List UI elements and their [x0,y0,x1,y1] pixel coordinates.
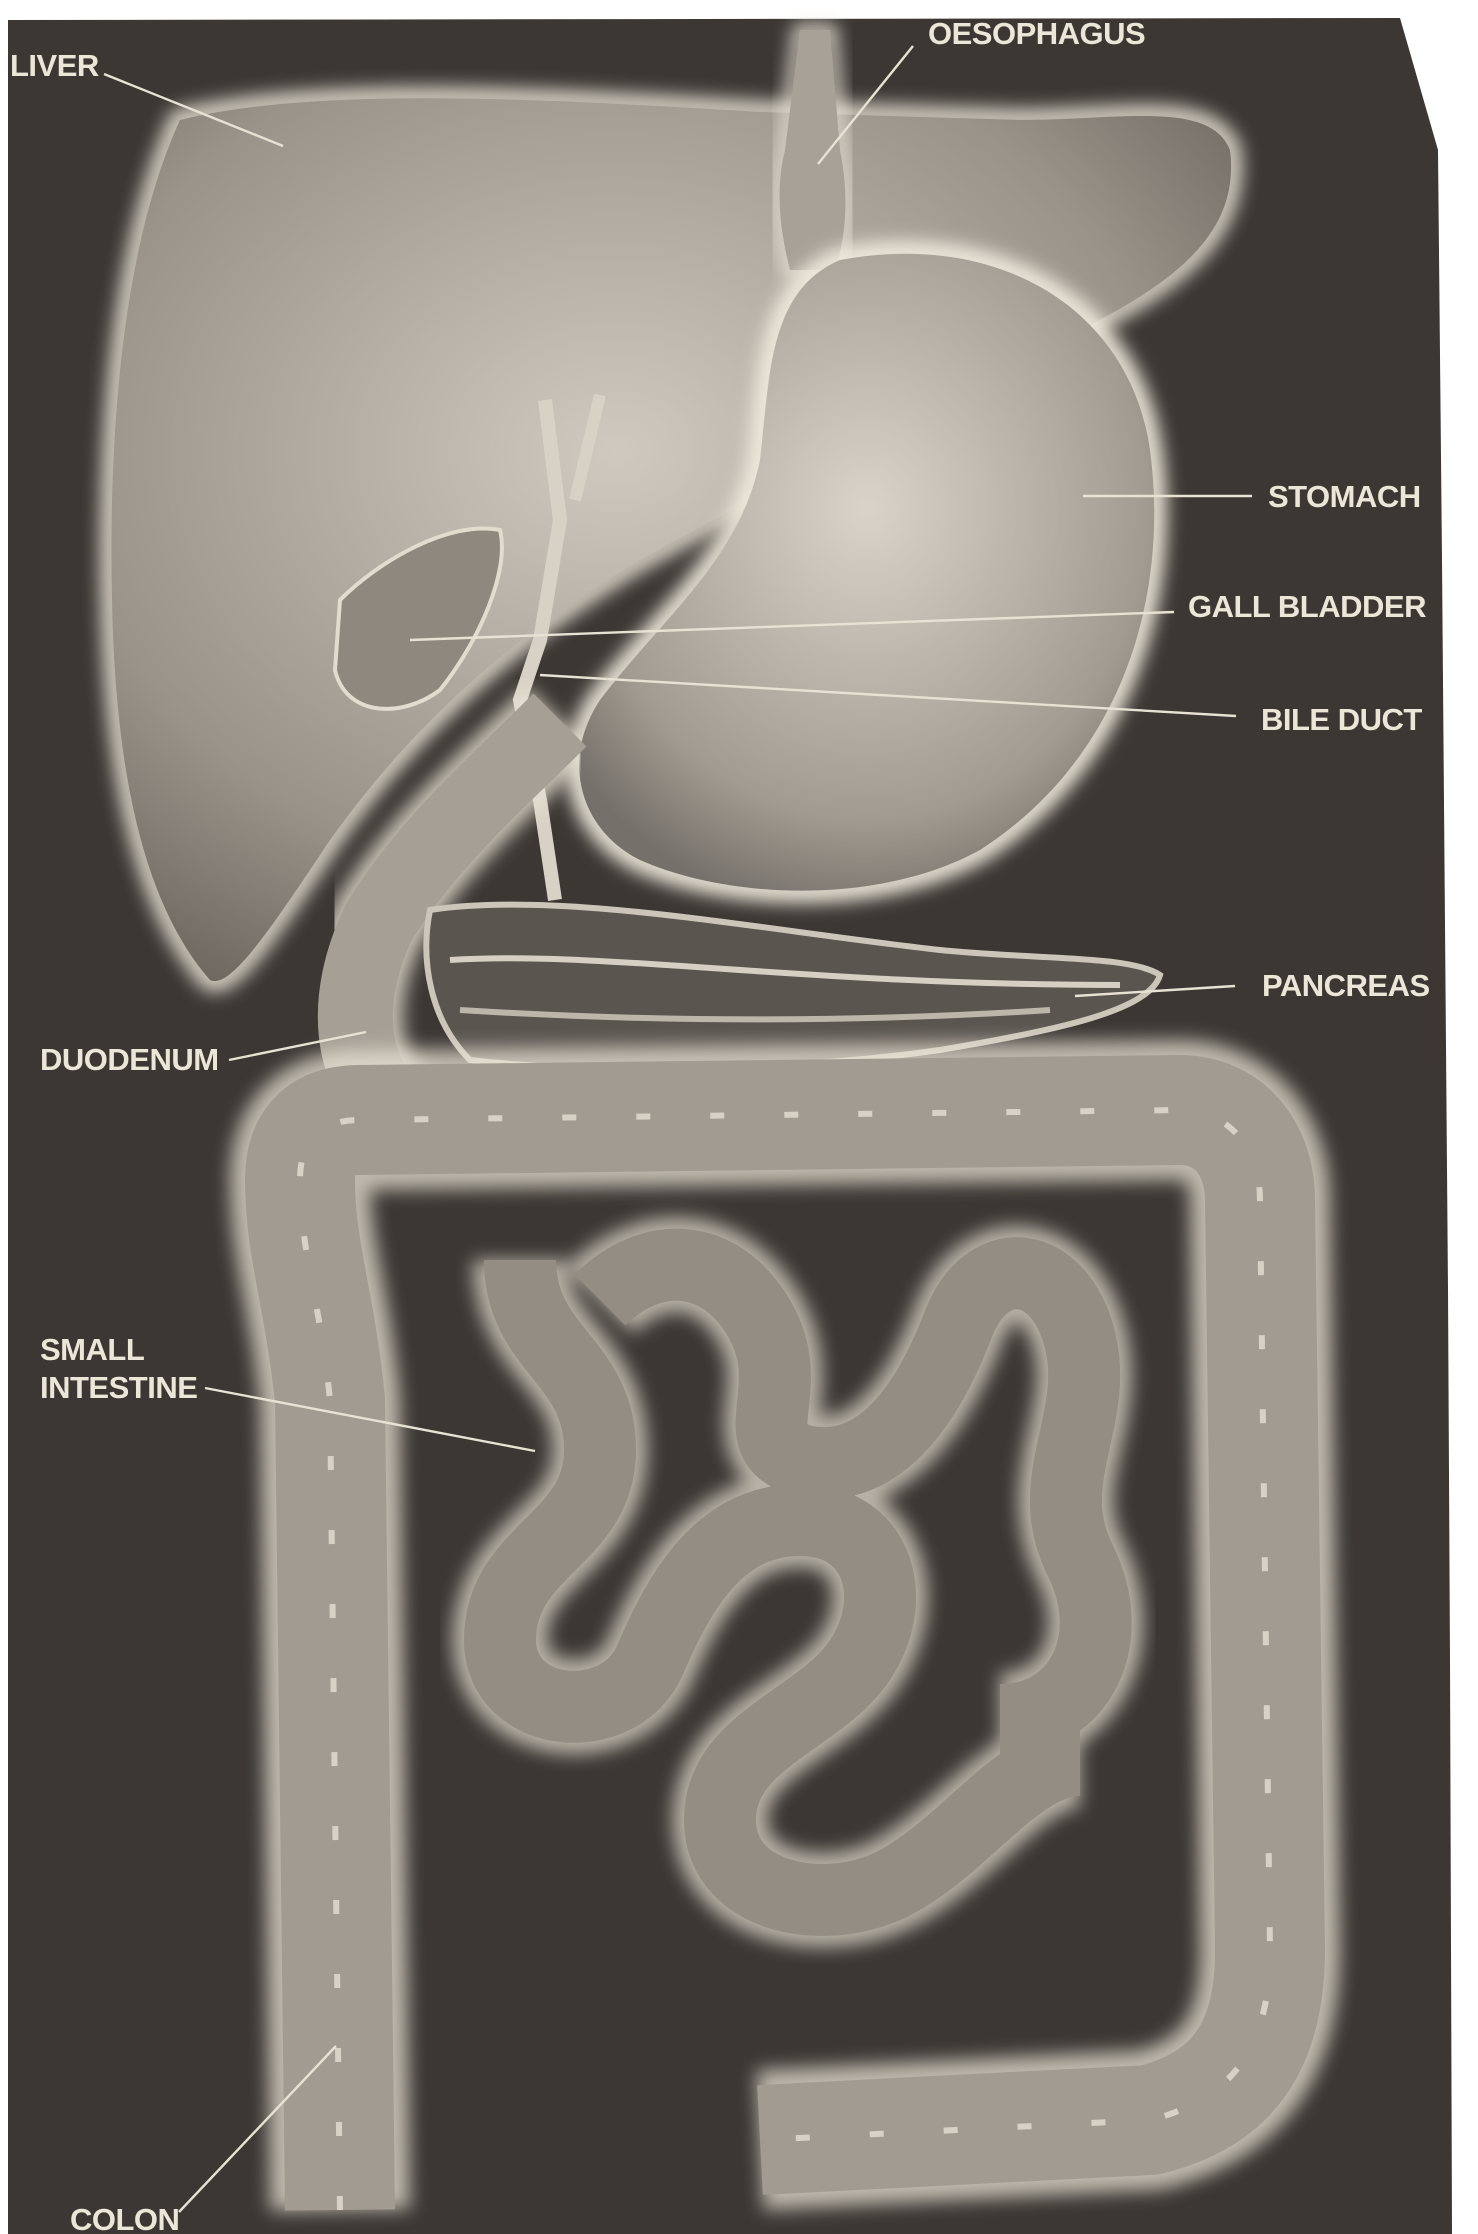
small-intestine-label-line1: SMALL [40,1332,144,1367]
bile-duct-label: BILE DUCT [1261,702,1422,737]
pancreas-label: PANCREAS [1262,968,1430,1003]
stomach-label: STOMACH [1268,479,1421,514]
liver-label: LIVER [10,48,99,83]
colon-label: COLON [70,2202,179,2234]
oesophagus-label: OESOPHAGUS [928,16,1145,51]
gall-bladder-label: GALL BLADDER [1188,589,1426,624]
duodenum-label: DUODENUM [40,1042,219,1077]
small-intestine-label-line2: INTESTINE [40,1370,197,1405]
